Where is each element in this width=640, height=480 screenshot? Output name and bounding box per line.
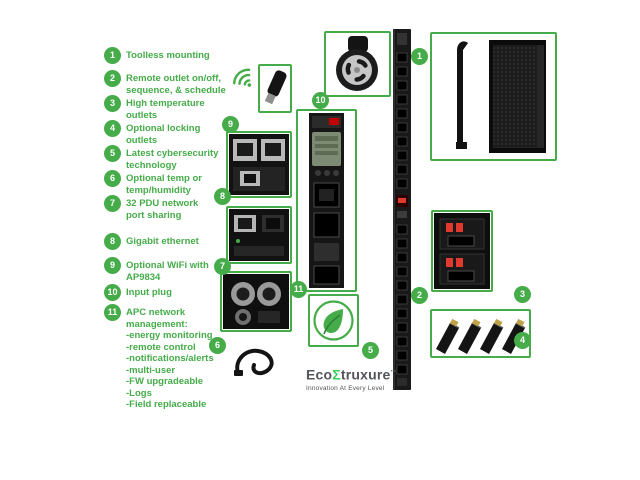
feature-label: High temperature outlets	[126, 98, 205, 121]
green-leaf-icon	[313, 300, 354, 341]
wifi-dongle-box	[258, 64, 292, 113]
callout-7-port-sharing: 7	[214, 258, 231, 275]
input-plug-photo	[336, 36, 378, 91]
callout-11-network-management: 11	[290, 281, 307, 298]
network-sharing-ports-photo	[229, 209, 289, 261]
feature-number-badge: 7	[104, 195, 121, 212]
ecostruxure-wordmark: EcoΣtruxure™	[306, 366, 397, 383]
feature-number-badge: 9	[104, 257, 121, 274]
feature-number-badge: 1	[104, 47, 121, 64]
metered-outlets-photo	[434, 213, 490, 289]
feature-label: Input plug	[126, 287, 172, 298]
sensor-ports-photo	[223, 274, 289, 329]
feature-item-gigabit-ethernet: 8 Gigabit ethernet	[104, 233, 232, 250]
cybersecurity-leaf-box	[308, 294, 359, 347]
rack-mounting-box	[430, 32, 557, 161]
ethernet-ports-box	[226, 131, 292, 198]
callout-3-high-temp-outlets: 3	[514, 286, 531, 303]
locking-outlets-box	[430, 309, 531, 358]
network-sharing-ports-box	[226, 206, 292, 264]
feature-label: APC network management: -energy monitori…	[126, 307, 214, 410]
feature-number-badge: 2	[104, 70, 121, 87]
wifi-dongle-photo	[264, 70, 287, 105]
feature-item-locking-outlets: 4 Optional locking outlets	[104, 120, 232, 146]
feature-label: Remote outlet on/off, sequence, & schedu…	[126, 73, 226, 96]
rack-and-bracket-photo	[456, 40, 546, 153]
feature-item-temp-humidity: 6 Optional temp or temp/humidity	[104, 170, 232, 196]
feature-number-badge: 4	[104, 120, 121, 137]
feature-label: Latest cybersecurity technology	[126, 148, 219, 171]
callout-8-gigabit-ethernet: 8	[214, 188, 231, 205]
feature-label: Optional WiFi with AP9834	[126, 260, 209, 283]
feature-item-network-port-sharing: 7 32 PDU network port sharing	[104, 195, 232, 221]
ecostruxure-logo: EcoΣtruxure™ Innovation At Every Level	[306, 366, 397, 392]
feature-item-high-temp-outlets: 3 High temperature outlets	[104, 95, 232, 121]
feature-label: Optional temp or temp/humidity	[126, 173, 202, 196]
pdu-display-box	[296, 109, 357, 292]
ecostruxure-sigma-icon: Σ	[332, 366, 341, 383]
feature-label: Gigabit ethernet	[126, 236, 199, 247]
pdu-display-photo	[309, 113, 344, 288]
wifi-signal-icon	[228, 64, 258, 92]
feature-number-badge: 10	[104, 284, 121, 301]
feature-label: Optional locking outlets	[126, 123, 201, 146]
sensor-ports-box	[220, 271, 292, 332]
pdu-strip-photo	[390, 27, 414, 392]
input-plug-box	[324, 31, 391, 97]
feature-number-badge: 5	[104, 145, 121, 162]
metered-outlets-box	[431, 210, 493, 292]
feature-number-badge: 11	[104, 304, 121, 321]
feature-number-badge: 6	[104, 170, 121, 187]
callout-9-wifi: 9	[222, 116, 239, 133]
feature-label: 32 PDU network port sharing	[126, 198, 199, 221]
feature-item-toolless-mounting: 1 Toolless mounting	[104, 47, 232, 64]
feature-label: Toolless mounting	[126, 50, 210, 61]
feature-number-badge: 8	[104, 233, 121, 250]
callout-5-cybersecurity: 5	[362, 342, 379, 359]
locking-outlets-photo	[436, 318, 526, 355]
callout-1-toolless-mounting: 1	[411, 48, 428, 65]
sensor-cable-photo	[232, 342, 282, 380]
callout-4-locking-outlets: 4	[514, 332, 531, 349]
feature-item-network-management: 11 APC network management: -energy monit…	[104, 304, 232, 411]
callout-10-input-plug: 10	[312, 92, 329, 109]
feature-item-remote-outlet: 2 Remote outlet on/off, sequence, & sche…	[104, 70, 232, 96]
feature-item-cybersecurity: 5 Latest cybersecurity technology	[104, 145, 232, 171]
callout-2-remote-outlet: 2	[411, 287, 428, 304]
ethernet-ports-photo	[229, 134, 289, 195]
feature-number-badge: 3	[104, 95, 121, 112]
callout-6-temp-humidity: 6	[209, 337, 226, 354]
feature-item-input-plug: 10 Input plug	[104, 284, 232, 301]
feature-item-wifi: 9 Optional WiFi with AP9834	[104, 257, 232, 283]
ecostruxure-tagline: Innovation At Every Level	[306, 384, 385, 392]
